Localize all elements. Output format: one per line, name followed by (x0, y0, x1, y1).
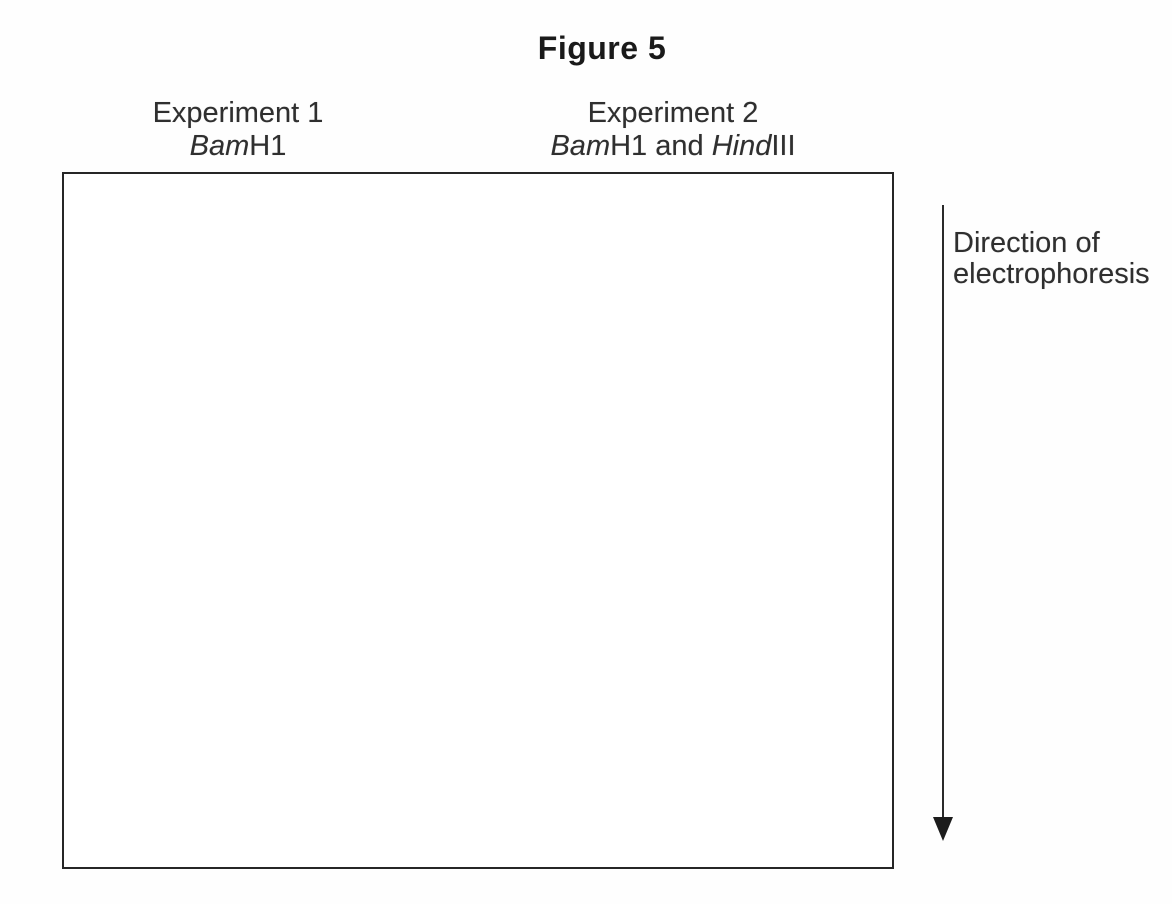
figure-title: Figure 5 (537, 30, 667, 66)
enzyme-h1-regular: H1 (249, 130, 287, 162)
experiment-2-enzyme-label: BamH1 and HindIII (503, 130, 843, 163)
arrow-down-icon (933, 817, 953, 841)
lane-header-experiment-2: Experiment 2 BamH1 and HindIII (503, 97, 843, 163)
gel-box (62, 172, 894, 869)
experiment-2-label: Experiment 2 (587, 97, 759, 129)
direction-label-line-2: electrophoresis (953, 258, 1150, 290)
enzyme-bam-italic: Bam (189, 130, 250, 162)
enzyme-hind-italic: Hind (711, 130, 772, 162)
enzyme-h1-and-regular: H1 and (610, 130, 712, 162)
lane-header-experiment-1: Experiment 1 BamH1 (68, 97, 408, 163)
electrophoresis-direction-arrow (933, 205, 953, 841)
enzyme-bam-italic: Bam (550, 130, 611, 162)
direction-of-electrophoresis-label: Direction of electrophoresis (953, 228, 1150, 290)
experiment-1-label: Experiment 1 (152, 97, 324, 129)
enzyme-iii-regular: III (771, 130, 796, 162)
experiment-1-enzyme-label: BamH1 (68, 130, 408, 163)
direction-label-line-1: Direction of (953, 227, 1100, 259)
arrow-line (942, 205, 944, 823)
